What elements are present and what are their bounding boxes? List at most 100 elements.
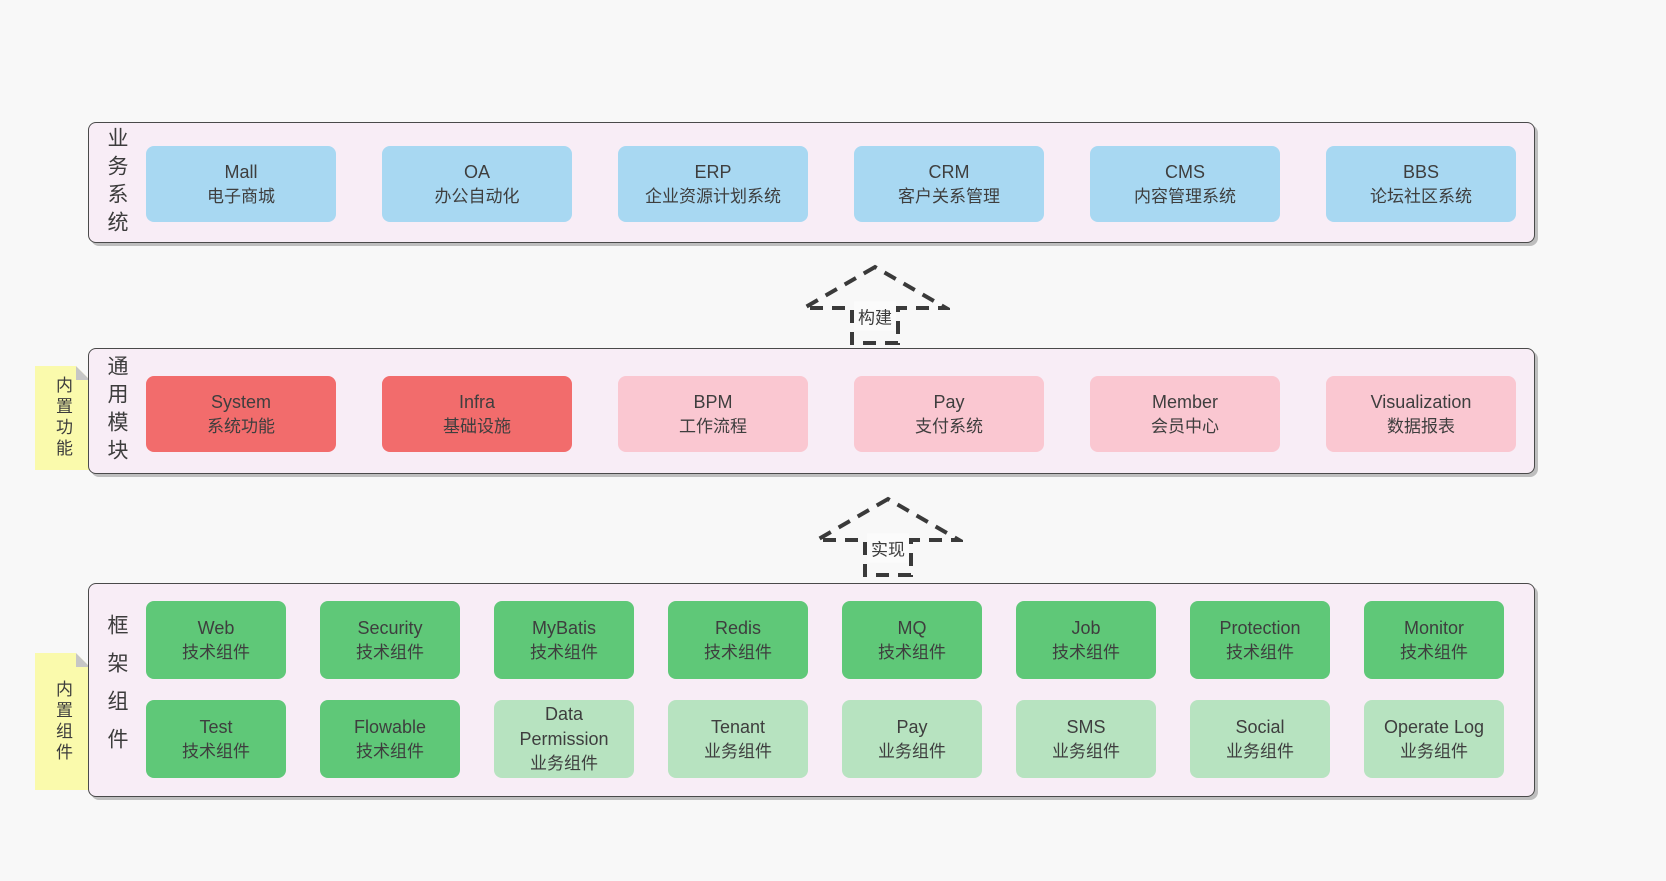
box-title: Redis <box>714 617 762 638</box>
box-subtitle: 技术组件 <box>356 741 424 761</box>
section-label-modules: 通用模块 <box>105 355 128 467</box>
box-subtitle: 办公自动化 <box>434 186 520 206</box>
box-pay-biz: Pay 业务组件 <box>842 700 982 778</box>
box-subtitle: 会员中心 <box>1151 416 1219 436</box>
box-subtitle: 技术组件 <box>356 642 424 662</box>
box-subtitle: 业务组件 <box>1400 741 1468 761</box>
box-visualization: Visualization 数据报表 <box>1326 376 1516 452</box>
note-text: 内置组件 <box>53 679 72 764</box>
box-security: Security 技术组件 <box>320 601 460 679</box>
box-title: Job <box>1071 617 1101 638</box>
box-title: CMS <box>1165 161 1205 182</box>
box-subtitle: 企业资源计划系统 <box>645 186 781 206</box>
box-title: Infra <box>458 391 496 412</box>
box-erp: ERP 企业资源计划系统 <box>618 146 808 222</box>
box-sms: SMS 业务组件 <box>1016 700 1156 778</box>
box-title: Member <box>1151 391 1218 412</box>
box-subtitle: 基础设施 <box>443 416 511 436</box>
box-title: Tenant <box>710 716 766 737</box>
dashed-up-arrow-icon <box>813 496 963 577</box>
section-label-framework: 框架组件 <box>105 614 128 766</box>
box-title: Protection <box>1219 617 1301 638</box>
box-title: Flowable <box>353 716 427 737</box>
box-subtitle: 工作流程 <box>679 416 747 436</box>
box-subtitle: 技术组件 <box>182 741 250 761</box>
box-subtitle: 论坛社区系统 <box>1370 186 1472 206</box>
dashed-up-arrow-icon <box>800 264 950 345</box>
box-data-permission: Data Permission 业务组件 <box>494 700 634 778</box>
box-protection: Protection 技术组件 <box>1190 601 1330 679</box>
box-subtitle: 技术组件 <box>530 642 598 662</box>
box-subtitle: 技术组件 <box>1400 642 1468 662</box>
box-test: Test 技术组件 <box>146 700 286 778</box>
box-title: CRM <box>928 161 970 182</box>
box-tenant: Tenant 业务组件 <box>668 700 808 778</box>
box-subtitle: 数据报表 <box>1387 416 1455 436</box>
box-title: Mall <box>224 161 258 182</box>
note-text: 内置功能 <box>53 376 72 460</box>
box-crm: CRM 客户关系管理 <box>854 146 1044 222</box>
box-title: MQ <box>897 617 927 638</box>
box-redis: Redis 技术组件 <box>668 601 808 679</box>
sticky-note-builtin-components: 内置组件 <box>35 653 90 790</box>
box-cms: CMS 内容管理系统 <box>1090 146 1280 222</box>
box-subtitle: 业务组件 <box>878 741 946 761</box>
box-title: BBS <box>1402 161 1440 182</box>
box-subtitle: 技术组件 <box>1052 642 1120 662</box>
box-title: Monitor <box>1403 617 1465 638</box>
box-title: Data Permission <box>519 703 609 750</box>
box-bpm: BPM 工作流程 <box>618 376 808 452</box>
box-subtitle: 系统功能 <box>207 416 275 436</box>
box-subtitle: 技术组件 <box>182 642 250 662</box>
box-subtitle: 支付系统 <box>915 416 983 436</box>
box-subtitle: 技术组件 <box>1226 642 1294 662</box>
box-subtitle: 业务组件 <box>704 741 772 761</box>
box-member: Member 会员中心 <box>1090 376 1280 452</box>
arrow-label: 构建 <box>854 301 896 331</box>
box-social: Social 业务组件 <box>1190 700 1330 778</box>
box-title: Operate Log <box>1383 716 1485 737</box>
box-subtitle: 业务组件 <box>530 754 598 774</box>
box-pay: Pay 支付系统 <box>854 376 1044 452</box>
box-web: Web 技术组件 <box>146 601 286 679</box>
box-subtitle: 客户关系管理 <box>898 186 1000 206</box>
arrow-build: 构建 <box>800 264 950 346</box>
box-title: Pay <box>896 716 928 737</box>
box-subtitle: 业务组件 <box>1226 741 1294 761</box>
box-title: Visualization <box>1370 391 1472 412</box>
box-oa: OA 办公自动化 <box>382 146 572 222</box>
business-systems-panel: 业务系统 Mall 电子商城 OA 办公自动化 ERP 企业资源计划系统 CRM… <box>88 122 1535 243</box>
box-monitor: Monitor 技术组件 <box>1364 601 1504 679</box>
framework-components-panel: 框架组件 Web 技术组件 Security 技术组件 MyBatis 技术组件… <box>88 583 1535 797</box>
box-subtitle: 技术组件 <box>704 642 772 662</box>
box-subtitle: 技术组件 <box>878 642 946 662</box>
box-mall: Mall 电子商城 <box>146 146 336 222</box>
arrow-implement: 实现 <box>813 496 963 578</box>
box-flowable: Flowable 技术组件 <box>320 700 460 778</box>
box-title: Pay <box>933 391 965 412</box>
box-title: OA <box>463 161 490 182</box>
box-title: MyBatis <box>531 617 596 638</box>
box-subtitle: 业务组件 <box>1052 741 1120 761</box>
box-system: System 系统功能 <box>146 376 336 452</box>
box-title: System <box>210 391 271 412</box>
box-subtitle: 电子商城 <box>207 186 275 206</box>
box-subtitle: 内容管理系统 <box>1134 186 1236 206</box>
box-title: Social <box>1235 716 1285 737</box>
box-bbs: BBS 论坛社区系统 <box>1326 146 1516 222</box>
box-title: Web <box>197 617 235 638</box>
box-infra: Infra 基础设施 <box>382 376 572 452</box>
box-title: Security <box>357 617 423 638</box>
section-label-business: 业务系统 <box>105 126 128 239</box>
box-title: ERP <box>694 161 732 182</box>
common-modules-panel: 通用模块 System 系统功能 Infra 基础设施 BPM 工作流程 Pay… <box>88 348 1535 474</box>
arrow-label: 实现 <box>867 533 909 563</box>
box-operate-log: Operate Log 业务组件 <box>1364 700 1504 778</box>
box-mq: MQ 技术组件 <box>842 601 982 679</box>
box-title: Test <box>199 716 233 737</box>
box-job: Job 技术组件 <box>1016 601 1156 679</box>
box-mybatis: MyBatis 技术组件 <box>494 601 634 679</box>
sticky-note-builtin-features: 内置功能 <box>35 366 90 470</box>
box-title: BPM <box>693 391 733 412</box>
